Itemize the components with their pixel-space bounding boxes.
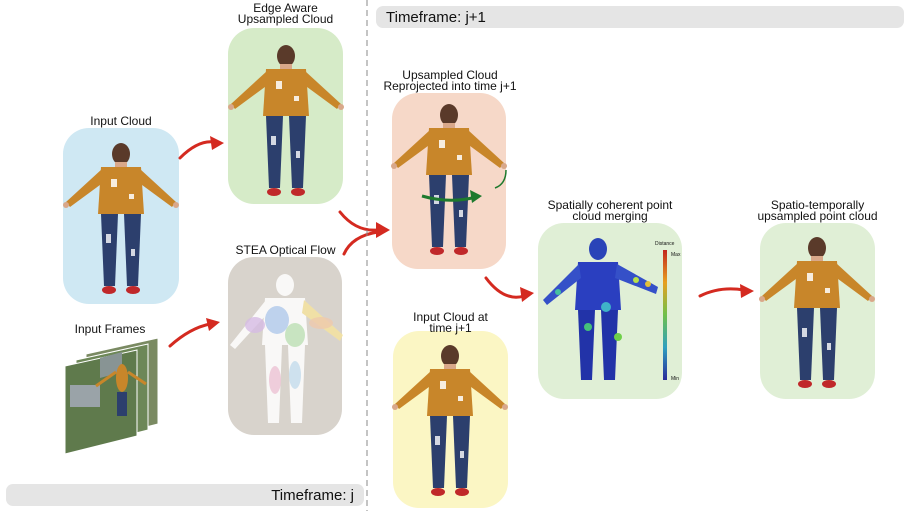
- colorbar-min: Min: [671, 376, 679, 382]
- input-cloud-j1-label-line2: time j+1: [393, 322, 508, 335]
- reprojected-person: [391, 104, 507, 255]
- output-label-line2: upsampled point cloud: [745, 210, 890, 223]
- arrowhead-to-output: [740, 284, 754, 298]
- arrowhead-frames-to-flow: [206, 318, 220, 331]
- edge-aware-label-line2: Upsampled Cloud: [218, 13, 353, 26]
- optical-flow-silhouette: [230, 274, 343, 423]
- edge-aware-person: [228, 45, 344, 196]
- arrow-to-merging: [486, 278, 524, 297]
- colorbar: [663, 250, 667, 380]
- arrowhead-to-reprojected: [376, 222, 390, 238]
- input-frames-label: Input Frames: [55, 323, 165, 336]
- arrowhead-to-merging: [520, 287, 534, 302]
- merging-label-line2: cloud merging: [530, 210, 690, 223]
- arrow-input-to-edge: [180, 142, 214, 158]
- input-cloud-j1-person: [392, 345, 508, 496]
- output-person: [759, 237, 875, 388]
- arrowhead-input-to-edge: [210, 136, 224, 150]
- input-cloud-person: [63, 143, 179, 294]
- reprojected-label-line2: Reprojected into time j+1: [375, 80, 525, 93]
- input-cloud-label: Input Cloud: [63, 115, 179, 128]
- arrow-frames-to-flow: [170, 324, 210, 346]
- arrow-to-output: [700, 289, 744, 296]
- colorbar-max: Max: [671, 252, 680, 258]
- colorbar-title: Distance: [655, 241, 674, 247]
- arrow-edge-to-reprojected: [340, 212, 378, 230]
- input-frames-stack: [65, 338, 158, 454]
- stea-flow-label: STEA Optical Flow: [218, 244, 353, 257]
- merged-point-cloud: [543, 238, 658, 380]
